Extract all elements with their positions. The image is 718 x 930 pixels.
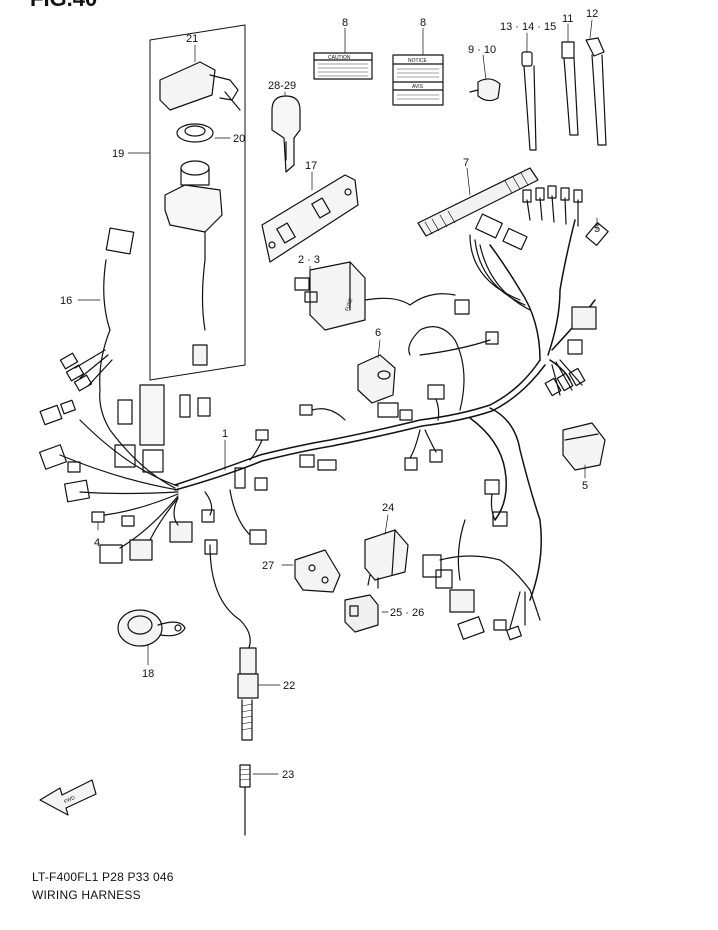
callout-25-26: 25 · 26 [390, 607, 424, 619]
ignition-switch-group [149, 24, 246, 381]
callout-22: 22 [283, 680, 295, 692]
diagram-name: WIRING HARNESS [32, 888, 141, 902]
callout-27: 27 [262, 560, 274, 572]
plug-23 [239, 764, 251, 836]
key-28-29 [271, 95, 301, 173]
callout-16: 16 [60, 295, 72, 307]
trunk-connectors [201, 299, 499, 545]
callout-17: 17 [305, 160, 317, 172]
callout-21: 21 [186, 33, 198, 45]
avis-text: AVIS [412, 84, 424, 90]
callout-1: 1 [222, 428, 228, 440]
cable-tie-11 [561, 41, 579, 136]
callouts: 21 20 19 8 8 9 · 10 13 · 14 · 15 11 12 2… [60, 8, 600, 781]
connector-25-26 [344, 594, 379, 633]
cable-tie-12 [585, 37, 607, 146]
leader-lines [77, 19, 598, 775]
callout-11: 11 [562, 13, 573, 25]
cable-tie-13-14-15 [521, 51, 537, 151]
callout-7: 7 [463, 157, 469, 169]
callout-13-14-15: 13 · 14 · 15 [500, 21, 556, 33]
caution-text: CAUTION [328, 55, 351, 61]
callout-28-29: 28-29 [268, 80, 296, 92]
callout-8a: 8 [342, 17, 348, 29]
callout-5: 5 [582, 480, 588, 492]
callout-23: 23 [282, 769, 294, 781]
caution-label [313, 52, 373, 80]
sensor-18 [117, 609, 186, 647]
tube-7 [417, 167, 539, 237]
callout-20: 20 [233, 133, 245, 145]
callout-18: 18 [142, 668, 154, 680]
lower-right-branch [422, 479, 541, 641]
forward-arrow-icon [39, 779, 97, 816]
oxygen-sensor-22 [204, 539, 259, 741]
callout-19: 19 [112, 148, 124, 160]
fwd-text: FWD [63, 795, 76, 805]
callout-5-upper: 5 [594, 223, 600, 235]
callout-2-3: 2 · 3 [298, 254, 320, 266]
callout-4: 4 [94, 537, 100, 549]
fuse-text: FUSE [344, 297, 354, 312]
notice-avis-label [392, 54, 444, 106]
main-harness [174, 219, 596, 601]
notice-text: NOTICE [408, 58, 428, 64]
fuse-box [294, 261, 456, 331]
callout-9-10: 9 · 10 [468, 44, 496, 56]
callout-6: 6 [375, 327, 381, 339]
clip-9-10 [469, 78, 501, 102]
left-hub-connectors [38, 227, 211, 564]
model-code: LT-F400FL1 P28 P33 046 [32, 870, 174, 884]
relay-24 [364, 529, 409, 589]
cap-6 [357, 354, 396, 404]
callout-8b: 8 [420, 17, 426, 29]
callout-12: 12 [586, 8, 598, 20]
upper-connector-bundle [469, 185, 609, 397]
bracket-17 [261, 174, 359, 263]
boot-5 [562, 422, 606, 471]
figure-title: FIG.40 [30, 0, 97, 12]
callout-24: 24 [382, 502, 394, 514]
bracket-27 [294, 549, 341, 593]
